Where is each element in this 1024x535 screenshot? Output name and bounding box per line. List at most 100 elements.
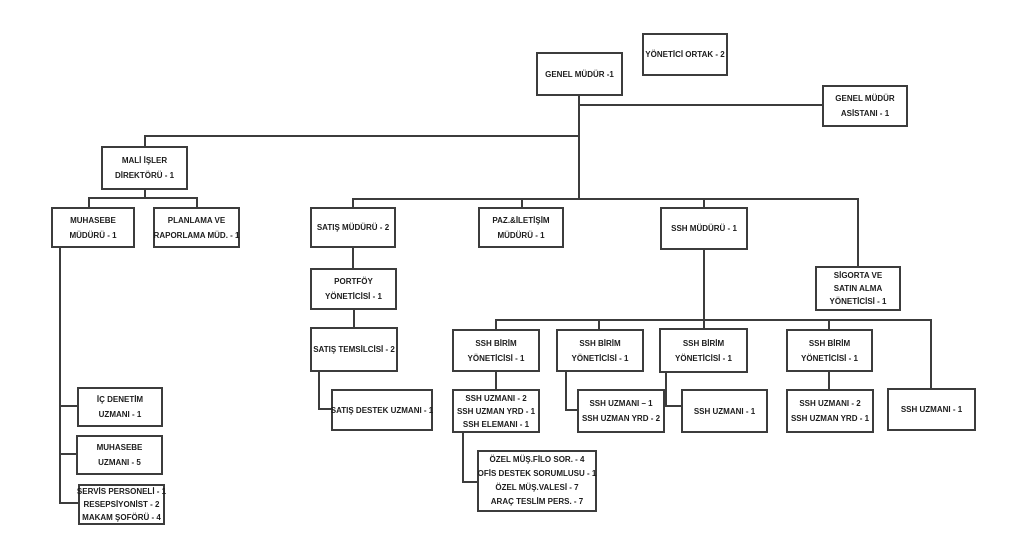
connector-muhasebe-left-spine (59, 248, 61, 504)
org-box-label: SATIN ALMA (833, 284, 883, 293)
org-box-genel-mudur: GENEL MÜDÜR -1 (536, 52, 623, 96)
connector-temsilci-elbow-h (318, 408, 332, 410)
org-box-label: MUHASEBE (96, 443, 143, 452)
org-box-label: YÖNETİCİSİ - 1 (325, 292, 382, 301)
connector-ekip5-drop (930, 319, 932, 389)
org-box-label: MÜDÜRÜ - 1 (69, 230, 117, 240)
org-box-label: SSH UZMAN YRD - 1 (456, 406, 536, 416)
org-box-mali-isler-direktoru: MALİ İŞLER DİREKTÖRÜ - 1 (101, 146, 188, 190)
org-box-label: MALİ İŞLER (121, 156, 168, 165)
org-box-label: SATIŞ TEMSİLCİSİ - 2 (313, 345, 395, 354)
org-box-yonetici-ortak: YÖNETİCİ ORTAK - 2 (642, 33, 728, 76)
org-box-label: PORTFÖY (334, 277, 373, 286)
connector-portfoy-to-temsilci (353, 310, 355, 328)
org-box-label: RESEPSİYONİST - 2 (83, 500, 160, 509)
org-box-ic-denetim-uzmani: İÇ DENETİM UZMANI - 1 (77, 387, 163, 427)
connector-paz-drop (521, 198, 523, 208)
org-box-label: MAKAM ŞOFÖRÜ - 4 (82, 513, 161, 522)
org-box-label: ÖZEL MÜŞ.FİLO SOR. - 4 (489, 455, 585, 464)
org-box-label: SSH BİRİM (808, 338, 851, 348)
org-box-label: UZMANI - 5 (98, 458, 141, 467)
connector-mali-isler-drop (144, 135, 146, 147)
org-box-label: YÖNETİCİSİ - 1 (829, 297, 887, 306)
org-box-ssh-birim-yoneticisi-3: SSH BİRİM YÖNETİCİSİ - 1 (659, 328, 748, 373)
org-box-ozel-musteri-ekibi: ÖZEL MÜŞ.FİLO SOR. - 4 OFİS DESTEK SORUML… (477, 450, 597, 512)
connector-birim1-drop (495, 319, 497, 330)
connector-planlama-drop (196, 197, 198, 208)
org-box-portfoy-yoneticisi: PORTFÖY YÖNETİCİSİ - 1 (310, 268, 397, 310)
connector-ekip1-to-ozel-h (462, 481, 478, 483)
org-box-label: İÇ DENETİM (96, 395, 144, 404)
org-box-label: MÜDÜRÜ - 1 (497, 230, 545, 240)
org-box-label: GENEL MÜDÜR -1 (545, 69, 614, 79)
org-box-label: SSH BİRİM (579, 338, 621, 348)
connector-ekip1-to-ozel-v (462, 433, 464, 483)
org-box-label: SSH UZMANI - 2 (799, 399, 861, 408)
org-box-ssh-ekip-5: SSH UZMANI - 1 (887, 388, 976, 431)
connector-satis-drop (352, 198, 354, 208)
org-box-sigorta-satin-alma: SİGORTA VE SATIN ALMA YÖNETİCİSİ - 1 (815, 266, 901, 311)
org-box-label: UZMANI - 1 (98, 410, 142, 419)
org-box-ssh-birim-yoneticisi-4: SSH BİRİM YÖNETİCİSİ - 1 (786, 329, 873, 372)
org-box-label: SSH BİRİM (682, 338, 725, 348)
connector-birim2-elbow-h (565, 409, 578, 411)
org-box-label: SATIŞ DESTEK UZMANI - 1 (330, 405, 434, 415)
org-box-label: SSH BİRİM (475, 338, 517, 348)
org-box-label: SSH UZMANI - 1 (900, 405, 963, 414)
connector-mali-isler-stem (144, 189, 146, 199)
org-box-label: YÖNETİCİ ORTAK - 2 (645, 50, 725, 59)
org-box-label: RAPORLAMA MÜD. - 1 (153, 230, 240, 240)
org-box-label: ASİSTANI - 1 (840, 109, 890, 118)
org-box-label: YÖNETİCİSİ - 1 (675, 353, 732, 363)
org-box-label: ARAÇ TESLİM PERS. - 7 (490, 497, 584, 506)
connector-muhasebe-uzmani-stub (59, 453, 77, 455)
org-box-label: SİGORTA VE (833, 271, 883, 280)
org-box-label: SSH UZMANI - 1 (693, 406, 756, 416)
org-box-label: SSH ELEMANI - 1 (462, 419, 530, 429)
org-box-label: YÖNETİCİSİ - 1 (801, 353, 858, 363)
org-box-label: SSH UZMAN YRD - 1 (790, 414, 870, 423)
org-box-label: ÖZEL MÜŞ.VALESİ - 7 (495, 483, 579, 492)
org-box-label: SSH UZMAN YRD - 2 (581, 414, 661, 423)
org-box-label: OFİS DESTEK SORUMLUSU - 1 (477, 469, 597, 478)
org-box-label: SERVİS PERSONELİ - 1 (76, 487, 167, 496)
org-box-planlama-raporlama: PLANLAMA VE RAPORLAMA MÜD. - 1 (153, 207, 240, 248)
org-box-ssh-muduru: SSH MÜDÜRÜ - 1 (660, 207, 748, 250)
connector-ssh-mudur-stem (703, 250, 705, 330)
connector-birim4-drop (828, 319, 830, 330)
connector-mali-children-rail (88, 197, 198, 199)
connector-mali-isler-branch (144, 135, 580, 137)
connector-ic-denetim-stub (59, 405, 78, 407)
org-box-destek-personeli: SERVİS PERSONELİ - 1 RESEPSİYONİST - 2 MAK… (76, 484, 167, 525)
org-box-satis-muduru: SATIŞ MÜDÜRÜ - 2 (310, 207, 396, 248)
org-box-label: SATIŞ MÜDÜRÜ - 2 (316, 223, 390, 232)
org-box-ssh-ekip-4: SSH UZMANI - 2 SSH UZMAN YRD - 1 (786, 389, 874, 433)
org-box-ssh-birim-yoneticisi-1: SSH BİRİM YÖNETİCİSİ - 1 (452, 329, 540, 372)
connector-asistani-link (579, 104, 822, 106)
org-box-muhasebe-muduru: MUHASEBE MÜDÜRÜ - 1 (51, 207, 135, 248)
connector-genel-mudur-trunk (578, 96, 580, 200)
org-box-label: PLANLAMA VE (167, 215, 226, 225)
connector-satis-to-portfoy (352, 248, 354, 269)
org-box-label: MUHASEBE (70, 215, 116, 225)
connector-ssh-children-rail (495, 319, 932, 321)
org-box-ssh-ekip-1: SSH UZMANI - 2 SSH UZMAN YRD - 1 SSH ELEMA… (452, 389, 540, 433)
connector-mid-children-rail (352, 198, 859, 200)
org-box-satis-destek-uzmani: SATIŞ DESTEK UZMANI - 1 (331, 389, 433, 431)
connector-destek-personeli-stub (59, 502, 79, 504)
connector-birim2-drop (598, 319, 600, 330)
connector-muhasebe-mudur-drop (88, 197, 90, 208)
connector-birim3-elbow-h (665, 405, 682, 407)
org-box-satis-temsilcisi: SATIŞ TEMSİLCİSİ - 2 (310, 327, 398, 372)
org-box-label: DİREKTÖRÜ - 1 (114, 171, 175, 180)
org-box-ssh-ekip-3: SSH UZMANI - 1 (681, 389, 768, 433)
connector-birim1-to-ekip1 (495, 372, 497, 390)
connector-birim4-to-ekip4 (828, 372, 830, 390)
org-box-label: SSH UZMANI - 2 (465, 393, 527, 403)
org-box-label: YÖNETİCİSİ - 1 (467, 353, 525, 363)
connector-ssh-drop (703, 198, 705, 208)
